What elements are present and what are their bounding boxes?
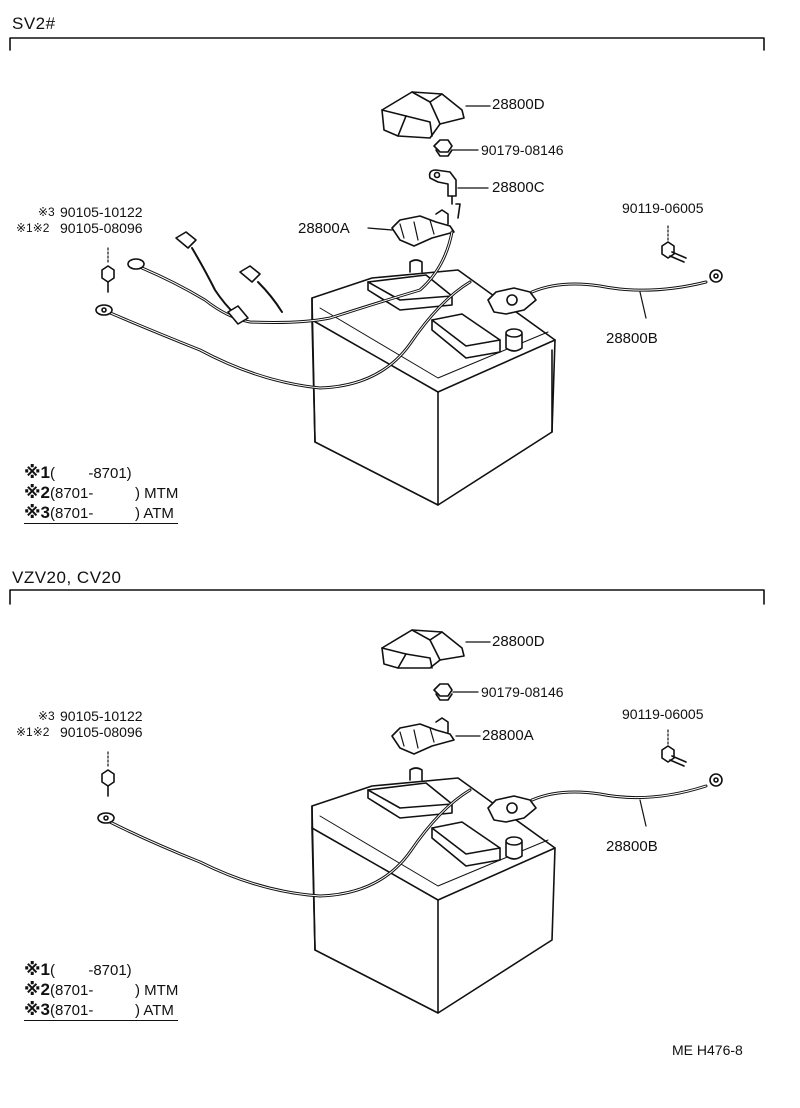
legend-row: ※1( -8701): [24, 960, 178, 980]
label-28800a: 28800A: [298, 220, 350, 237]
legend-2: ※1( -8701) ※2(8701- ) MTM ※3(8701- ) ATM: [24, 960, 179, 1021]
label-28800a-2: 28800A: [482, 727, 534, 744]
legend-row: ※2(8701- ) MTM: [24, 483, 178, 503]
terminal-28800c: [428, 169, 489, 219]
legend-text: (8701- ) MTM: [49, 982, 179, 999]
legend-mark: ※1: [24, 463, 50, 482]
label-90105-10122-2: 90105-10122: [60, 708, 143, 724]
legend-row: ※1( -8701): [24, 463, 178, 483]
label-28800c: 28800C: [492, 179, 545, 196]
footer-code: ME H476-8: [672, 1042, 743, 1058]
legend-text: ( -8701): [49, 465, 132, 482]
section-2-drawing: [9, 589, 765, 1014]
bolt-90119-right-2: [661, 729, 687, 767]
bolt-90119-right: [661, 225, 687, 263]
legend-row: ※2(8701- ) MTM: [24, 980, 178, 1000]
section-2-bracket: [9, 589, 765, 605]
section-2-header: VZV20, CV20: [12, 568, 122, 587]
terminal-28800a: [367, 209, 455, 247]
legend-1: ※1( -8701) ※2(8701- ) MTM ※3(8701- ) ATM: [24, 463, 179, 524]
bolt-left-3-mark-2: ※3: [38, 709, 55, 723]
label-90179-08146: 90179-08146: [481, 142, 564, 158]
legend-text: (8701- ) ATM: [49, 505, 174, 522]
cable-28800b-2: [487, 773, 723, 827]
label-90105-10122: 90105-10122: [60, 204, 143, 220]
legend-mark: ※2: [24, 980, 50, 999]
label-90179-08146-2: 90179-08146: [481, 684, 564, 700]
negative-cable-2: [97, 751, 472, 898]
label-90105-08096-2: 90105-08096: [60, 724, 143, 740]
nut-90179-2: [433, 683, 479, 701]
section-1-bracket: [9, 37, 765, 51]
negative-harness: [95, 230, 472, 390]
bolt-left-12-mark-2: ※1※2: [16, 725, 50, 739]
terminal-cover-28800d-2: [381, 629, 491, 669]
label-90119-06005: 90119-06005: [622, 200, 704, 216]
legend-text: (8701- ) MTM: [49, 485, 179, 502]
label-28800d-2: 28800D: [492, 633, 545, 650]
cable-28800b: [487, 269, 723, 319]
bolt-left-3-mark: ※3: [38, 205, 55, 219]
legend-text: (8701- ) ATM: [49, 1002, 174, 1019]
label-28800d: 28800D: [492, 96, 545, 113]
legend-mark: ※3: [24, 1000, 50, 1019]
label-28800b: 28800B: [606, 330, 658, 347]
legend-text: ( -8701): [49, 962, 132, 979]
legend-row: ※3(8701- ) ATM: [24, 1000, 179, 1021]
terminal-28800a-2: [391, 717, 481, 755]
legend-mark: ※3: [24, 503, 50, 522]
label-90119-06005-2: 90119-06005: [622, 706, 704, 722]
legend-mark: ※1: [24, 960, 50, 979]
label-28800b-2: 28800B: [606, 838, 658, 855]
section-1-header: SV2#: [12, 14, 56, 33]
section-1-drawing: [9, 37, 765, 506]
battery-1: [311, 259, 556, 506]
battery-2: [311, 767, 556, 1014]
terminal-cover-28800d: [381, 91, 491, 139]
legend-mark: ※2: [24, 483, 50, 502]
legend-row: ※3(8701- ) ATM: [24, 503, 179, 524]
bolt-left-12-mark: ※1※2: [16, 221, 50, 235]
nut-90179: [433, 139, 479, 157]
label-90105-08096: 90105-08096: [60, 220, 143, 236]
